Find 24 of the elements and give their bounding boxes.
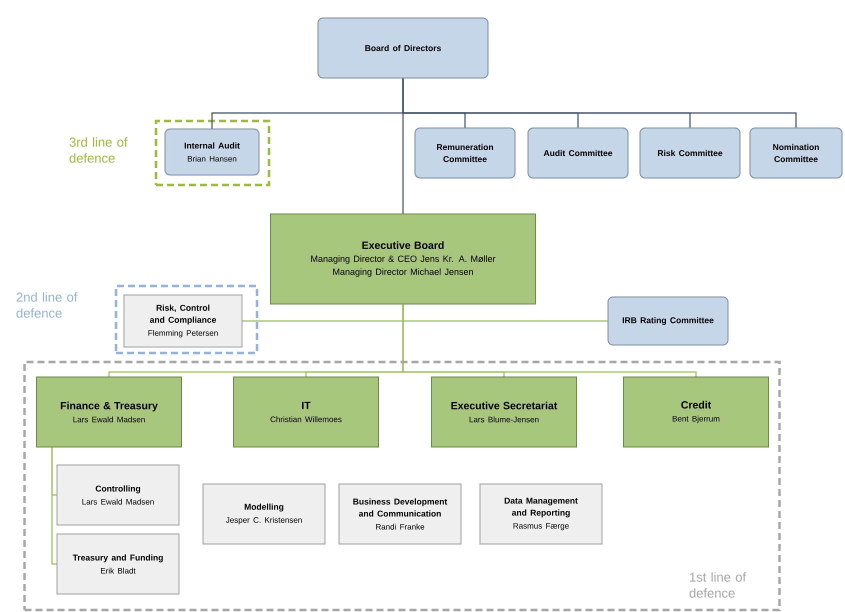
unit-box: Modelling Jesper C. Kristensen — [202, 484, 326, 544]
unit-box: Finance & Treasury Lars Ewald Madsen — [36, 376, 182, 448]
unit-box: IT Christian Willemoes — [233, 376, 379, 448]
unit-box: Controlling Lars Ewald Madsen — [56, 464, 180, 526]
unit-box: Risk, Control and Compliance Flemming Petersen — [124, 294, 242, 348]
committee-box: Internal Audit Brian Hansen — [164, 128, 260, 176]
committee-box: Remuneration Committee — [414, 128, 516, 178]
frame-heading: 1st line of defence — [690, 572, 746, 598]
unit-box: Credit Bent Bjerrum — [623, 376, 769, 448]
committee-box: Nomination Committee — [750, 128, 842, 178]
unit-box: Business Development and Communication Randi Franke — [338, 484, 462, 544]
connector-line — [402, 304, 697, 376]
connector-line — [402, 78, 404, 214]
frame-heading: 3rd line of defence — [70, 137, 128, 163]
unit-box: Executive Secretariat Lars Blume-Jensen — [431, 376, 577, 448]
executive-box: Executive Board Managing Director & CEO Jens Kr. A. Møller Managing Director Michael Jensen — [270, 214, 536, 304]
board-box: Board of Directors — [318, 18, 488, 78]
committee-box: IRB Rating Committee — [608, 296, 728, 346]
committee-box: Audit Committee — [528, 128, 628, 178]
frame-heading: 2nd line of defence — [16, 292, 78, 318]
unit-box: Treasury and Funding Erik Bladt — [56, 534, 180, 594]
connector-line — [51, 448, 56, 565]
committee-box: Risk Committee — [640, 128, 740, 178]
unit-box: Data Management and Reporting Rasmus Færge — [480, 484, 602, 544]
